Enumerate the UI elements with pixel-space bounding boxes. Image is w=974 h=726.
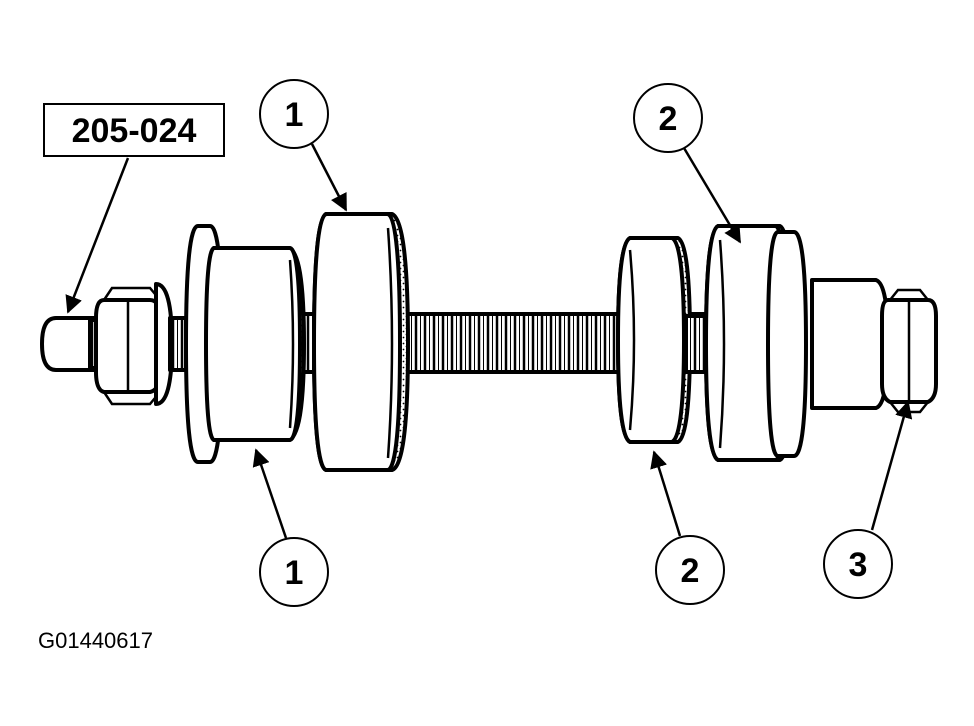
leader-2-top bbox=[682, 147, 742, 244]
figure-id: G01440617 bbox=[38, 628, 153, 653]
left-washer bbox=[154, 282, 188, 406]
leader-1-top bbox=[310, 143, 348, 212]
spacer-disc-1 bbox=[312, 212, 410, 472]
callout-2-top: 2 bbox=[633, 83, 703, 153]
svg-text:1: 1 bbox=[285, 554, 304, 592]
leader-1-bottom bbox=[252, 448, 288, 539]
receiver-cup-1 bbox=[184, 224, 306, 464]
leader-2-bottom bbox=[650, 450, 682, 537]
callout-1-top: 1 bbox=[259, 79, 329, 149]
svg-text:3: 3 bbox=[849, 546, 868, 584]
callout-1-bottom: 1 bbox=[259, 537, 329, 607]
callout-3: 3 bbox=[823, 529, 893, 599]
tool-number-label: 205-024 bbox=[72, 112, 197, 150]
tool-number-box: 205-024 bbox=[43, 103, 225, 157]
left-spindle-tip bbox=[40, 316, 104, 372]
leader-3 bbox=[870, 400, 913, 531]
left-nut bbox=[94, 286, 162, 406]
forcing-nut-3 bbox=[810, 278, 938, 414]
spacer-disc-2 bbox=[616, 236, 692, 444]
callout-2-bottom: 2 bbox=[655, 535, 725, 605]
receiver-cup-2 bbox=[684, 224, 808, 462]
svg-text:1: 1 bbox=[285, 96, 304, 134]
svg-text:2: 2 bbox=[659, 100, 678, 138]
svg-text:2: 2 bbox=[681, 552, 700, 590]
tool-leader bbox=[65, 157, 130, 314]
